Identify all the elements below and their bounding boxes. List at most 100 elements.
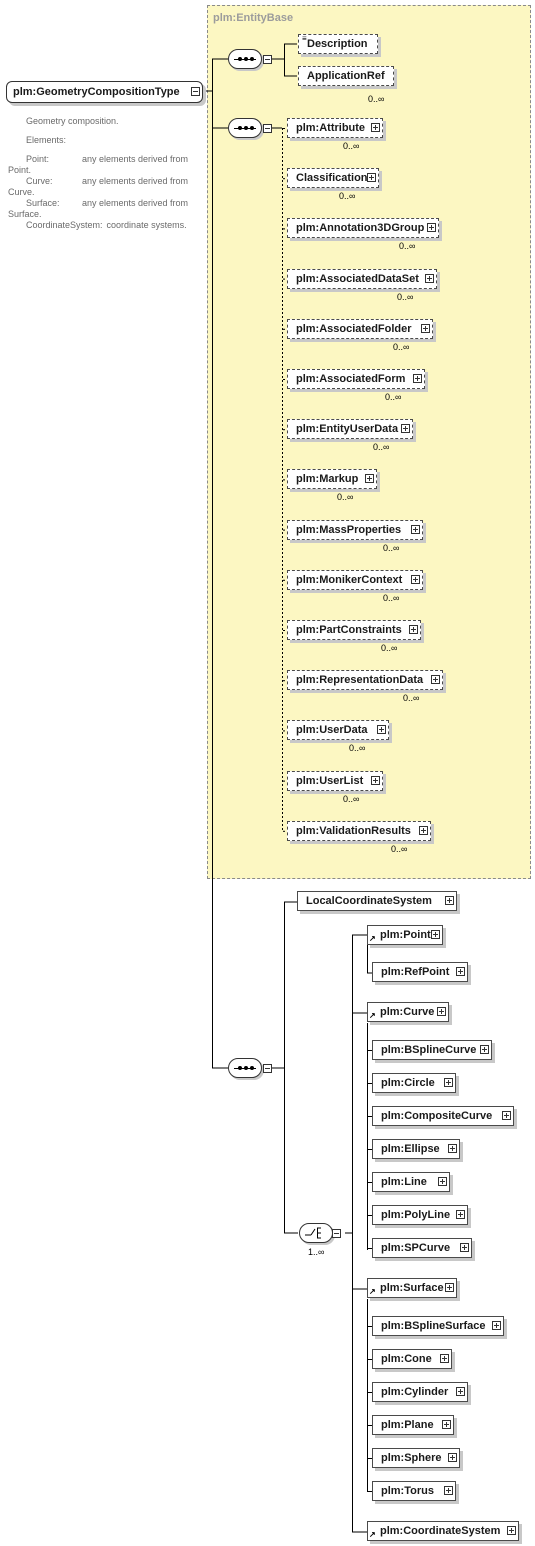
element-label: plm:BSplineSurface xyxy=(381,1320,486,1332)
expand-icon[interactable] xyxy=(401,424,410,434)
expand-icon[interactable] xyxy=(448,1144,457,1153)
expand-icon[interactable] xyxy=(445,1283,454,1292)
element-markup[interactable]: plm:Markup xyxy=(287,469,377,490)
expand-icon[interactable] xyxy=(409,625,418,634)
collapse-icon[interactable] xyxy=(263,1064,272,1073)
expand-icon[interactable] xyxy=(444,1486,453,1495)
element-label: plm:PartConstraints xyxy=(296,624,402,636)
expand-icon[interactable] xyxy=(440,1354,449,1363)
doc-entry-wrap: Surface. xyxy=(8,209,42,219)
expand-icon[interactable] xyxy=(456,1387,465,1396)
element-line[interactable]: plm:Line xyxy=(372,1172,450,1192)
element-associateddataset[interactable]: plm:AssociatedDataSet xyxy=(287,268,437,289)
reference-arrow-icon: ↗ xyxy=(369,934,376,943)
root-label: plm:GeometryCompositionType xyxy=(13,86,180,98)
element-circle[interactable]: plm:Circle xyxy=(372,1073,456,1093)
element-representationdata[interactable]: plm:RepresentationData xyxy=(287,670,443,691)
element-label: plm:AssociatedForm xyxy=(296,373,406,385)
expand-icon[interactable] xyxy=(480,1045,489,1054)
collapse-icon[interactable] xyxy=(332,1229,341,1238)
element-label: plm:Ellipse xyxy=(381,1143,440,1155)
element-label: plm:Sphere xyxy=(381,1452,442,1464)
expand-icon[interactable] xyxy=(371,123,380,132)
choice-compositor xyxy=(299,1223,333,1243)
element-attribute[interactable]: plm:Attribute xyxy=(287,118,383,138)
element-annotation3dgroup[interactable]: plm:Annotation3DGroup xyxy=(287,218,439,239)
element-massproperties[interactable]: plm:MassProperties xyxy=(287,519,423,540)
expand-icon[interactable] xyxy=(445,896,454,905)
element-associatedfolder[interactable]: plm:AssociatedFolder xyxy=(287,318,433,339)
expand-icon[interactable] xyxy=(425,273,434,283)
entity-base-label: plm:EntityBase xyxy=(213,12,294,24)
expand-icon[interactable] xyxy=(413,374,422,383)
doc-entry-name: Surface: xyxy=(26,198,60,208)
element-curve[interactable]: ↗plm:Curve xyxy=(367,1002,449,1022)
element-plane[interactable]: plm:Plane xyxy=(372,1415,454,1435)
cardinality: 0..∞ xyxy=(383,592,400,603)
collapse-icon[interactable] xyxy=(263,55,272,64)
element-ellipse[interactable]: plm:Ellipse xyxy=(372,1139,460,1159)
expand-icon[interactable] xyxy=(492,1321,501,1330)
element-label: plm:PolyLine xyxy=(381,1209,451,1221)
element-label: plm:Circle xyxy=(381,1077,435,1089)
element-torus[interactable]: plm:Torus xyxy=(372,1481,456,1501)
element-description[interactable]: ≡Description xyxy=(298,34,378,54)
expand-icon[interactable] xyxy=(502,1111,511,1120)
expand-icon[interactable] xyxy=(456,1210,465,1219)
element-cylinder[interactable]: plm:Cylinder xyxy=(372,1382,468,1402)
element-validationresults[interactable]: plm:ValidationResults xyxy=(287,820,431,841)
expand-icon[interactable] xyxy=(421,323,430,333)
collapse-icon[interactable] xyxy=(191,87,200,96)
doc-entry-name: Point: xyxy=(26,154,50,164)
expand-icon[interactable] xyxy=(365,474,374,484)
expand-icon[interactable] xyxy=(427,223,436,233)
expand-icon[interactable] xyxy=(431,930,440,939)
element-label: plm:RepresentationData xyxy=(296,674,424,687)
element-coordinate-system[interactable]: ↗plm:CoordinateSystem xyxy=(367,1521,519,1541)
expand-icon[interactable] xyxy=(411,524,420,534)
doc-entry-text: any elements derived from xyxy=(82,154,189,164)
element-bsplinesurface[interactable]: plm:BSplineSurface xyxy=(372,1316,504,1336)
element-compositecurve[interactable]: plm:CompositeCurve xyxy=(372,1106,514,1126)
expand-icon[interactable] xyxy=(507,1526,516,1535)
element-point[interactable]: ↗ plm:Point xyxy=(367,925,443,945)
collapse-icon[interactable] xyxy=(263,124,272,133)
expand-icon[interactable] xyxy=(419,825,428,835)
expand-icon[interactable] xyxy=(367,173,376,183)
expand-icon[interactable] xyxy=(460,1243,469,1252)
expand-icon[interactable] xyxy=(437,1007,446,1016)
expand-icon[interactable] xyxy=(448,1453,457,1462)
element-userlist[interactable]: plm:UserList xyxy=(287,770,383,791)
element-associatedform[interactable]: plm:AssociatedForm xyxy=(287,369,425,389)
root-element[interactable]: plm:GeometryCompositionType xyxy=(6,81,203,103)
element-surface[interactable]: ↗plm:Surface xyxy=(367,1278,457,1298)
expand-icon[interactable] xyxy=(431,675,440,685)
expand-icon[interactable] xyxy=(442,1420,451,1429)
element-label: plm:Point xyxy=(380,929,431,941)
doc-entry-name: CoordinateSystem: xyxy=(26,220,103,230)
element-userdata[interactable]: plm:UserData xyxy=(287,720,389,741)
expand-icon[interactable] xyxy=(377,725,386,735)
element-partconstraints[interactable]: plm:PartConstraints xyxy=(287,620,421,640)
element-sphere[interactable]: plm:Sphere xyxy=(372,1448,460,1468)
element-refpoint[interactable]: plm:RefPoint xyxy=(372,962,468,982)
element-applicationref[interactable]: ApplicationRef xyxy=(298,66,394,86)
element-spcurve[interactable]: plm:SPCurve xyxy=(372,1238,472,1258)
element-label: plm:Attribute xyxy=(296,122,366,134)
element-bsplinecurve[interactable]: plm:BSplineCurve xyxy=(372,1040,492,1060)
expand-icon[interactable] xyxy=(371,775,380,785)
element-monikercontext[interactable]: plm:MonikerContext xyxy=(287,569,423,590)
expand-icon[interactable] xyxy=(456,967,465,976)
element-label: plm:BSplineCurve xyxy=(381,1044,477,1056)
element-label: plm:AssociatedFolder xyxy=(296,322,412,335)
expand-icon[interactable] xyxy=(438,1177,447,1186)
expand-icon[interactable] xyxy=(411,574,420,584)
element-entityuserdata[interactable]: plm:EntityUserData xyxy=(287,419,413,440)
expand-icon[interactable] xyxy=(444,1078,453,1087)
element-local-coordinate-system[interactable]: LocalCoordinateSystem xyxy=(297,891,457,911)
element-polyline[interactable]: plm:PolyLine xyxy=(372,1205,468,1225)
cardinality: 0..∞ xyxy=(399,241,416,252)
element-label: plm:EntityUserData xyxy=(296,423,399,436)
element-cone[interactable]: plm:Cone xyxy=(372,1349,452,1369)
element-classification[interactable]: Classification xyxy=(287,168,379,189)
